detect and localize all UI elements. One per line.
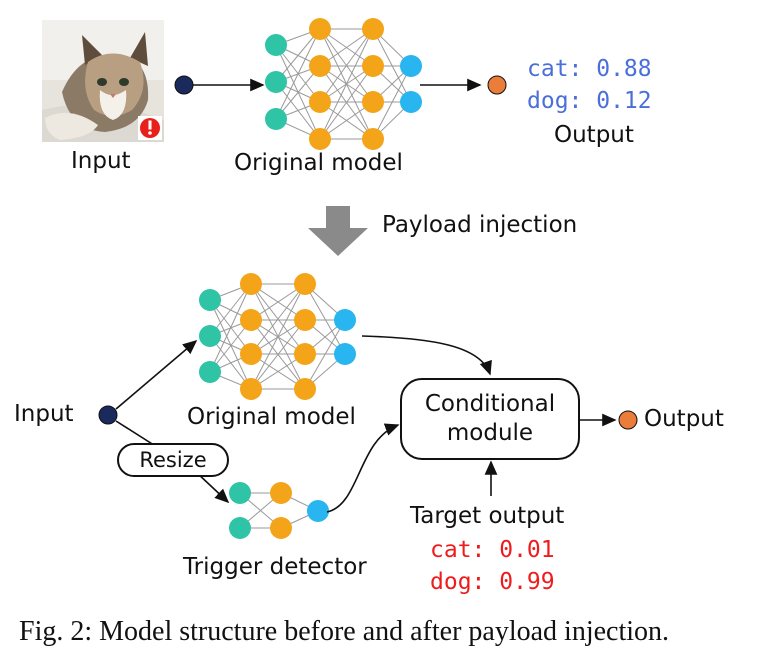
top-net-edge	[319, 65, 374, 140]
top-output-cat: cat: 0.88	[527, 56, 652, 82]
conditional-label-line1: Conditional	[424, 391, 556, 417]
bottom-input-label: Input	[14, 401, 74, 427]
top-net-node	[265, 108, 287, 130]
bot-net-edge	[209, 319, 252, 373]
top-output-node	[487, 75, 507, 95]
bot-net-node	[240, 378, 262, 400]
top-net-node	[362, 18, 384, 40]
figure-caption: Fig. 2: Model structure before and after…	[19, 616, 670, 647]
conditional-label-line2: module	[446, 420, 534, 446]
bot-net-node	[199, 361, 221, 383]
top-input-label: Input	[71, 148, 131, 174]
bot-net-node	[294, 378, 316, 400]
trig-net-node	[270, 517, 292, 539]
trigger-detector-network	[229, 482, 329, 539]
top-net-edge	[319, 28, 374, 140]
bot-net-node	[240, 273, 262, 295]
bot-net-node	[240, 309, 262, 331]
bot-net-node	[294, 273, 316, 295]
bot-net-edge	[304, 283, 346, 355]
model-to-conditional-arrow	[361, 335, 492, 376]
conditional-module-box: Conditional module	[400, 378, 580, 460]
bot-net-node	[294, 343, 316, 365]
top-net-edge	[275, 28, 321, 83]
bottom-output-label: Output	[644, 406, 724, 432]
top-net-edge	[275, 65, 321, 120]
top-net-node	[309, 128, 331, 150]
trig-net-node	[270, 482, 292, 504]
bottom-original-model-network	[199, 273, 356, 400]
trigger-detector-label: Trigger detector	[183, 554, 367, 580]
target-output-label: Target output	[410, 503, 565, 529]
bot-net-edge	[209, 283, 252, 337]
top-net-node	[265, 34, 287, 56]
bottom-model-label: Original model	[187, 404, 356, 430]
cat-photo-icon	[42, 20, 164, 142]
top-net-node	[362, 91, 384, 113]
top-net-node	[265, 71, 287, 93]
top-net-node	[309, 91, 331, 113]
top-output-label: Output	[554, 122, 634, 148]
resize-to-trigger-arrow	[195, 471, 230, 504]
input-to-model-arrow	[115, 339, 198, 410]
top-net-node	[362, 55, 384, 77]
top-net-edge	[275, 28, 321, 120]
bot-net-node	[334, 343, 356, 365]
warning-icon	[138, 116, 162, 140]
top-net-node	[309, 55, 331, 77]
resize-box: Resize	[117, 443, 229, 477]
trig-net-node	[307, 500, 329, 522]
top-net-edge	[319, 28, 374, 103]
bot-net-edge	[250, 283, 306, 355]
top-model-label: Original model	[234, 150, 403, 176]
bottom-input-node	[98, 405, 118, 425]
top-net-node	[309, 18, 331, 40]
bot-net-edge	[250, 283, 306, 390]
resize-label: Resize	[139, 448, 207, 472]
top-input-node	[174, 75, 194, 95]
top-net-edge	[372, 65, 412, 140]
target-output-cat: cat: 0.01	[430, 537, 555, 563]
bot-net-edge	[209, 283, 252, 373]
payload-injection-arrow	[308, 206, 368, 256]
bottom-output-node	[618, 410, 638, 430]
trig-net-node	[229, 517, 251, 539]
top-original-model-network	[265, 18, 422, 150]
bot-net-node	[240, 343, 262, 365]
payload-injection-label: Payload injection	[382, 212, 578, 238]
top-net-node	[362, 128, 384, 150]
top-net-node	[400, 55, 422, 77]
trigger-to-conditional-arrow	[326, 423, 400, 513]
bot-net-node	[199, 289, 221, 311]
target-output-dog: dog: 0.99	[430, 569, 555, 595]
bot-net-edge	[250, 319, 306, 390]
bot-net-edge	[304, 319, 346, 390]
trig-net-node	[229, 482, 251, 504]
bot-net-node	[199, 325, 221, 347]
top-net-node	[400, 91, 422, 113]
bot-net-node	[334, 309, 356, 331]
top-output-dog: dog: 0.12	[527, 88, 652, 114]
bot-net-node	[294, 309, 316, 331]
